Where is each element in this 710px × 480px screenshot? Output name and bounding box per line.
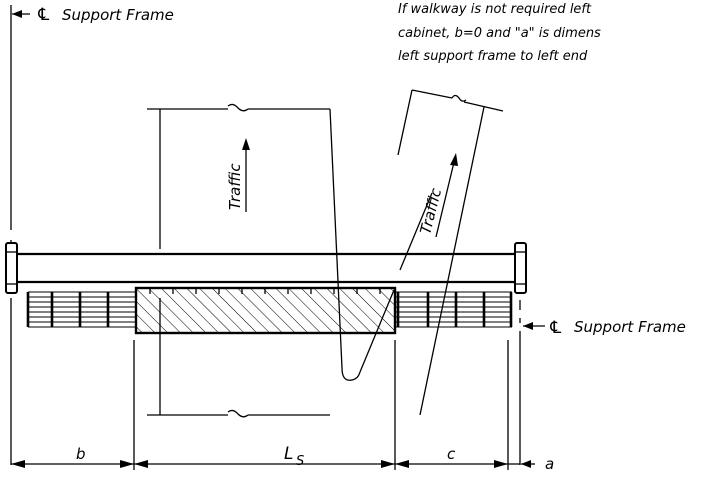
dim-a-label: a	[545, 455, 554, 473]
dimension-extension-lines	[133, 340, 509, 470]
centerline-symbol-icon: ℄	[548, 318, 563, 338]
arrow-up-icon	[242, 138, 250, 150]
dim-c-label: c	[447, 445, 456, 463]
arrow-left-icon	[521, 460, 531, 468]
end-plate-right	[514, 242, 527, 294]
note-line-1: If walkway is not required left	[398, 2, 592, 17]
support-frame-label-top: ℄ Support Frame	[12, 5, 174, 25]
end-plate-left	[5, 242, 18, 294]
sign-panel-right	[397, 89, 504, 416]
sign-cabinet-hatched	[134, 286, 397, 335]
traffic-left-text: Traffic	[226, 163, 244, 210]
arrow-right-icon	[381, 460, 395, 468]
note-line-3: left support frame to left end	[398, 49, 588, 64]
dim-b-label: b	[76, 445, 86, 463]
sign-panel-left	[147, 103, 330, 418]
support-frame-label-right: ℄ Support Frame	[523, 318, 686, 338]
dim-ls-label: L	[284, 444, 293, 464]
note-line-2: cabinet, b=0 and "a" is dimens	[398, 26, 601, 41]
traffic-label-right: Traffic	[416, 153, 458, 238]
centerline-symbol-icon: ℄	[36, 5, 51, 25]
traffic-v-path	[329, 108, 433, 381]
traffic-right-text: Traffic	[416, 186, 445, 236]
support-frame-right-text: Support Frame	[574, 318, 686, 336]
arrow-left-icon	[12, 10, 22, 18]
dim-ls-subscript: S	[296, 454, 304, 469]
arrow-left-icon	[395, 460, 409, 468]
dimension-line: b L S c a	[11, 444, 554, 473]
walkway-grating	[26, 288, 513, 328]
traffic-label-left: Traffic	[226, 138, 250, 212]
arrow-left-icon	[523, 322, 533, 330]
arrow-up-icon	[450, 153, 458, 166]
arrow-left-icon	[11, 460, 25, 468]
walkway-note: If walkway is not required left cabinet,…	[398, 2, 601, 64]
truss-beam	[5, 242, 527, 294]
support-frame-top-text: Support Frame	[62, 6, 174, 24]
arrow-right-icon	[120, 460, 134, 468]
arrow-left-icon	[134, 460, 148, 468]
arrow-right-icon	[494, 460, 508, 468]
